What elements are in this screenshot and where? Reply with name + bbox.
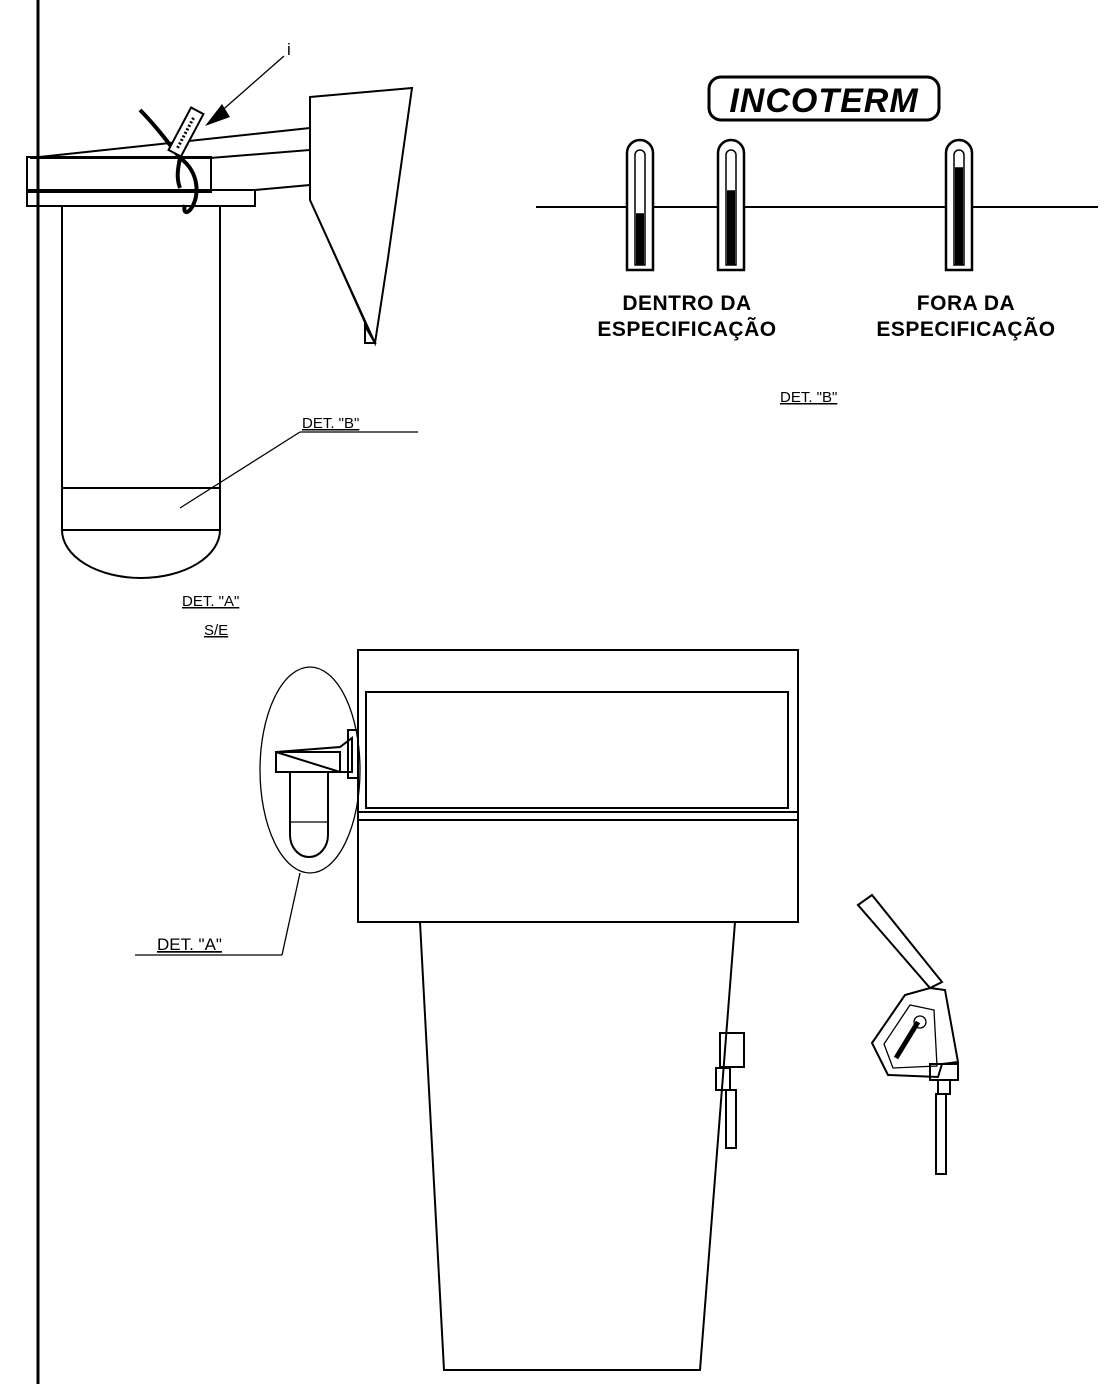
detail-a-title: DET. "A" <box>182 593 239 610</box>
detail-a-scale: S/E <box>204 622 228 639</box>
thermometer-fill-0-1 <box>727 190 735 265</box>
detail-a-bracket-plate <box>309 86 414 347</box>
spec-out-line1: FORA DA <box>917 292 1015 315</box>
thermometer-fill-1-0 <box>955 167 963 265</box>
callout-marker-i: i <box>287 40 291 59</box>
device-display-window <box>365 691 789 809</box>
detail-a-leader-label: DET. "A" <box>157 935 222 954</box>
device-pedestal <box>418 921 737 1371</box>
spec-in-line2: ESPECIFICAÇÃO <box>597 318 776 341</box>
device-head <box>357 649 799 923</box>
detail-a-cup <box>61 206 221 579</box>
detail-a-flange <box>26 189 256 207</box>
spec-out-line2: ESPECIFICAÇÃO <box>876 318 1055 341</box>
detail-a-cap <box>26 156 212 193</box>
fuel-nozzle <box>856 893 960 1175</box>
detail-b-title: DET. "B" <box>780 389 837 406</box>
detail-a-seal-tag <box>167 106 205 158</box>
thermometer-fill-0-0 <box>636 213 644 265</box>
detail-b: INCOTERM DENTRO DA ESPECIFICAÇÃO FORA DA… <box>536 75 1098 406</box>
detail-a-assembly: i DET. "B" <box>26 40 418 579</box>
spec-in-line1: DENTRO DA <box>622 292 751 315</box>
thermometer-tube-0-0 <box>634 149 646 266</box>
detail-a-seal-wire <box>138 108 199 215</box>
thermometer-tube-1-0 <box>953 149 965 266</box>
thermometer-tube-0-1 <box>725 149 737 266</box>
brand-badge <box>707 75 941 122</box>
brand-logo: INCOTERM <box>729 82 918 120</box>
detail-b-leader-label: DET. "B" <box>302 415 359 432</box>
thermometer-0-0 <box>625 138 655 272</box>
main-device: DET. "A" <box>135 649 799 1371</box>
detail-a-circle <box>259 666 361 874</box>
